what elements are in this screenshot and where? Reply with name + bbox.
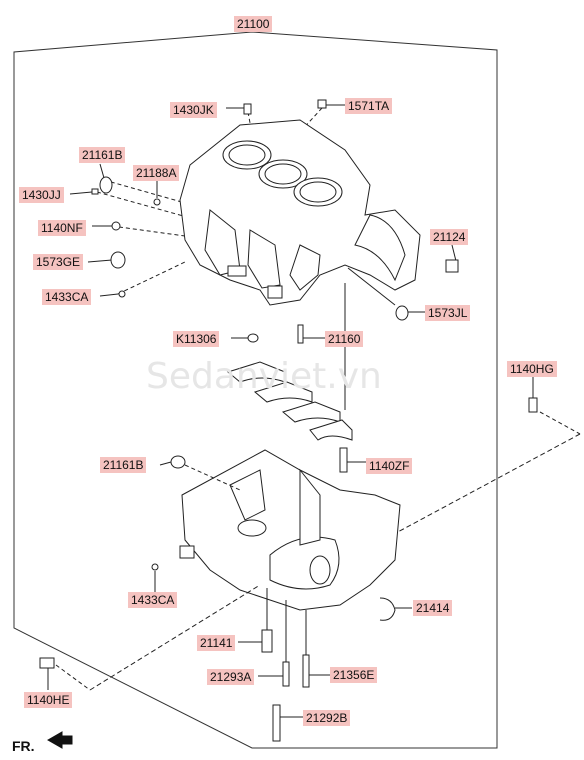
plug-1573GE — [110, 251, 126, 269]
label-1140HG: 1140HG — [507, 361, 557, 377]
label-21293A: 21293A — [207, 669, 255, 685]
label-1571TA: 1571TA — [345, 98, 393, 114]
bolt-21356E — [302, 654, 310, 688]
fr-arrow-icon — [46, 731, 73, 749]
oring-21161B-lower — [170, 455, 186, 469]
bolt-21292B — [272, 704, 281, 742]
assembly-frame — [13, 31, 498, 749]
plug-1571TA — [317, 99, 327, 109]
bolt-21141 — [261, 629, 273, 653]
lower-crankcase — [179, 449, 401, 611]
front-direction-label: FR. — [12, 738, 35, 754]
bolt-1140ZF — [339, 447, 348, 473]
pin-1430JJ — [91, 188, 99, 195]
label-1433CA-top: 1433CA — [42, 289, 92, 305]
label-1573GE: 1573GE — [33, 254, 84, 270]
label-21124: 21124 — [430, 229, 469, 245]
label-21100: 21100 — [234, 16, 273, 32]
label-21188A: 21188A — [133, 165, 180, 181]
label-1140NF: 1140NF — [38, 220, 86, 236]
bolt-21293A — [282, 661, 290, 687]
dowel-1433CA-lower — [151, 563, 159, 571]
dowel-1433CA — [118, 290, 126, 298]
watermark: Sedanviet.vn — [146, 356, 382, 397]
label-K11306: K11306 — [173, 331, 220, 347]
label-1573JL: 1573JL — [425, 305, 471, 321]
label-1140ZF: 1140ZF — [366, 458, 413, 474]
label-21160: 21160 — [325, 331, 364, 347]
bolt-1140NF — [111, 221, 121, 231]
label-1140HE: 1140HE — [24, 692, 73, 708]
label-21141: 21141 — [197, 635, 236, 651]
cylinder-block-upper — [179, 119, 421, 306]
label-1430JJ: 1430JJ — [19, 187, 64, 203]
label-21292B: 21292B — [303, 710, 351, 726]
plug-1573JL — [395, 305, 409, 321]
bolt-21160 — [297, 324, 304, 344]
label-21414: 21414 — [413, 600, 453, 616]
bolt-1140HG — [528, 397, 538, 413]
washer-K11306 — [247, 333, 259, 343]
dowel-1430JK — [243, 103, 252, 115]
seal-21188A — [153, 198, 161, 206]
bearing-caps — [226, 361, 353, 441]
label-21161B-bottom: 21161B — [100, 457, 147, 473]
label-1433CA-bottom: 1433CA — [128, 592, 178, 608]
oring-21161B — [99, 176, 113, 194]
label-21161B-top: 21161B — [79, 147, 126, 163]
bush-21124 — [445, 259, 459, 273]
bolt-1140HE — [39, 657, 55, 669]
label-21356E: 21356E — [330, 667, 378, 683]
label-1430JK: 1430JK — [170, 102, 217, 118]
